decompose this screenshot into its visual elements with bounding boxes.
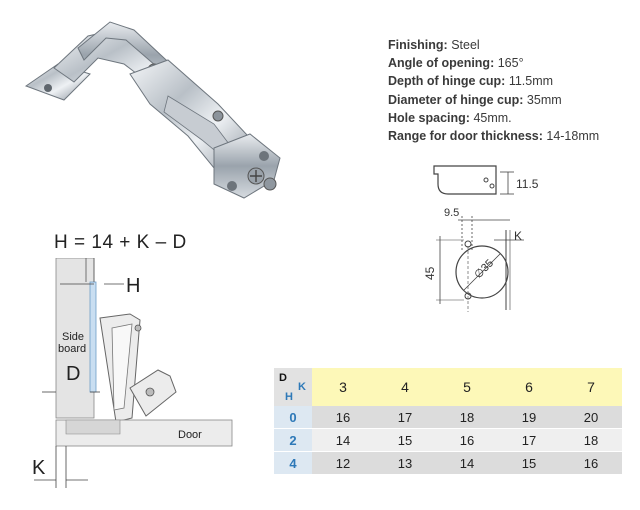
k-dimension-label: K: [32, 457, 46, 479]
cup-diameter-label: ∅35: [472, 257, 496, 281]
spec-label: Range for door thickness:: [388, 129, 543, 144]
hole-spacing-label: 45: [423, 266, 437, 280]
table-cell: 17: [374, 406, 436, 429]
h-value-cell: 2: [274, 429, 312, 452]
table-cell: 20: [560, 406, 622, 429]
table-cell: 14: [436, 452, 498, 474]
spec-value: 165°: [494, 56, 524, 71]
table-cell: 15: [374, 429, 436, 452]
spec-label: Angle of opening:: [388, 56, 495, 71]
spec-row: Finishing: Steel: [388, 36, 638, 54]
k-h-table: D H K 3 4 5 6 7 0 16 17 18 19 20 2 14 15…: [274, 368, 622, 474]
door-label: Door: [178, 429, 202, 441]
corner-k-label: K: [298, 381, 306, 393]
table-cell: 13: [374, 452, 436, 474]
spec-label: Hole spacing:: [388, 110, 470, 125]
cup-k-label: K: [514, 229, 522, 243]
spec-value: 11.5mm: [505, 74, 554, 89]
h-value-cell: 4: [274, 452, 312, 474]
table-corner-cell: D H K: [274, 368, 312, 406]
table-cell: 17: [498, 429, 560, 452]
table-cell: 16: [436, 429, 498, 452]
side-board: [55, 258, 95, 419]
table-cell: 19: [498, 406, 560, 429]
k-value-cell: 7: [560, 368, 622, 406]
side-board-label: Side: [62, 331, 84, 343]
table-header-row: D H K 3 4 5 6 7: [274, 368, 622, 406]
k-value-cell: 4: [374, 368, 436, 406]
h-dimension-label: H: [126, 275, 140, 297]
cup-depth-label: 11.5: [516, 177, 539, 191]
table-row: 2 14 15 16 17 18: [274, 429, 622, 452]
table-row: 0 16 17 18 19 20: [274, 406, 622, 429]
spec-value: 35mm: [523, 92, 562, 107]
cup-offset-label: 9.5: [444, 207, 459, 219]
corner-d-label: D: [279, 372, 287, 384]
spec-row: Depth of hinge cup: 11.5mm: [388, 72, 638, 90]
spec-list: Finishing: Steel Angle of opening: 165° …: [388, 36, 638, 145]
cup-side-view: [433, 165, 497, 195]
table-cell: 12: [312, 452, 374, 474]
spec-row: Angle of opening: 165°: [388, 54, 638, 72]
spec-value: 45mm.: [469, 110, 512, 125]
spec-label: Depth of hinge cup:: [388, 74, 506, 89]
k-value-cell: 3: [312, 368, 374, 406]
k-value-cell: 5: [436, 368, 498, 406]
cup-dimension-diagram: 11.5 9.5 K 45 ∅35: [423, 165, 539, 312]
spec-row: Hole spacing: 45mm.: [388, 109, 638, 127]
h-value-cell: 0: [274, 406, 312, 429]
side-board-label: board: [58, 343, 86, 355]
table-cell: 15: [498, 452, 560, 474]
k-value-cell: 6: [498, 368, 560, 406]
table-cell: 14: [312, 429, 374, 452]
table-cell: 18: [436, 406, 498, 429]
hinge-product-image: [24, 21, 281, 199]
spec-row: Range for door thickness: 14-18mm: [388, 127, 638, 145]
overlay-formula: H = 14 + K – D: [54, 232, 187, 253]
spec-label: Finishing:: [388, 38, 448, 52]
spec-value: Steel: [447, 38, 480, 52]
table-cell: 16: [312, 406, 374, 429]
table-cell: 16: [560, 452, 622, 474]
table-row: 4 12 13 14 15 16: [274, 452, 622, 474]
spec-row: Diameter of hinge cup: 35mm: [388, 91, 638, 109]
spec-value: 14-18mm: [542, 129, 600, 144]
d-dimension-label: D: [66, 363, 80, 385]
installation-diagram: H Side board D Door K: [32, 258, 233, 488]
corner-h-label: H: [285, 391, 293, 403]
table-cell: 18: [560, 429, 622, 452]
cup-circle: [455, 245, 509, 299]
spec-label: Diameter of hinge cup:: [388, 92, 524, 107]
